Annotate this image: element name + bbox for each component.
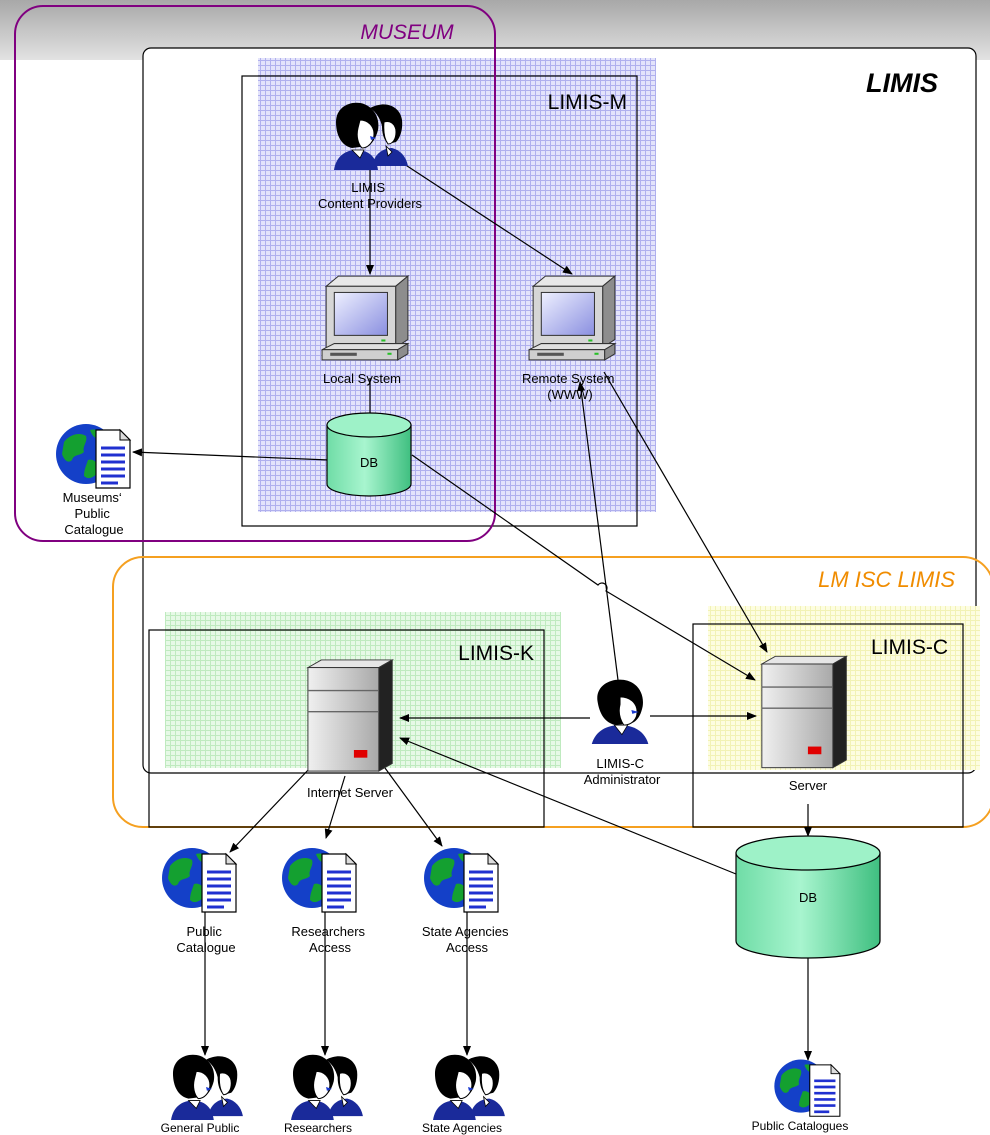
server-label: Server: [789, 778, 828, 793]
arrow-admin-to-remote: [577, 381, 619, 681]
general-public-label: General Public: [161, 1121, 240, 1135]
museum-title: MUSEUM: [360, 21, 454, 44]
public-catalogue-globe-document-icon: [160, 846, 238, 914]
arrow-db-c-to-internet-server: [399, 737, 737, 875]
db-m-database-icon: [326, 412, 412, 497]
internet-server-icon: [307, 659, 393, 772]
internet-server-label: Internet Server: [307, 785, 394, 800]
db-c-label: DB: [799, 890, 817, 905]
arrow-providers-to-remote: [397, 159, 573, 275]
db-m-label: DB: [360, 455, 378, 470]
content-providers-label: LIMIS Content Providers: [318, 180, 423, 211]
local-system-label: Local System: [323, 371, 401, 386]
museums-catalogue-label: Museums‘ Public Catalogue: [63, 490, 126, 537]
lm-isc-zone: [112, 556, 990, 828]
connectors: [132, 159, 812, 1061]
limis-k-title: LIMIS-K: [458, 642, 534, 665]
remote-system-label: Remote System (WWW): [522, 371, 618, 402]
state-agencies-access-globe-document-icon: [422, 846, 500, 914]
server-icon: [761, 655, 848, 769]
remote-system-computer-icon: [528, 275, 616, 361]
arrow-internet-to-researchers: [324, 775, 346, 839]
researchers-access-globe-document-icon: [280, 846, 358, 914]
limis-c-zone: [692, 623, 964, 828]
db-c-database-icon: [735, 835, 881, 959]
public-catalogues-label: Public Catalogues: [752, 1119, 849, 1133]
administrator-label: LIMIS-C Administrator: [584, 756, 661, 787]
limis-m-title: LIMIS-M: [548, 91, 627, 114]
general-public-person-icon: [170, 1054, 244, 1120]
researchers-access-label: Researchers Access: [291, 924, 368, 955]
museums-catalogue-globe-document-icon: [54, 422, 132, 490]
state-agencies-label: State Agencies: [422, 1121, 502, 1135]
arrow-internet-to-state: [384, 767, 443, 847]
arrow-remote-to-server: [603, 371, 768, 653]
limis-k-zone: [148, 629, 545, 828]
museum-zone: [14, 5, 496, 542]
public-catalogues-globe-document-icon: [772, 1058, 842, 1118]
limis-title: LIMIS: [866, 68, 938, 98]
limis-c-title: LIMIS-C: [871, 636, 948, 659]
state-agencies-access-label: State Agencies Access: [422, 924, 512, 955]
researchers-label: Researchers: [284, 1121, 352, 1135]
arrow-internet-to-public: [229, 767, 311, 853]
arrow-db-to-museum-catalogue: [132, 448, 330, 461]
state-agencies-person-icon: [432, 1054, 506, 1120]
lm-isc-title: LM ISC LIMIS: [818, 567, 955, 592]
local-system-computer-icon: [321, 275, 409, 361]
content-providers-person-icon: [333, 102, 409, 170]
researchers-person-icon: [290, 1054, 364, 1120]
public-catalogue-label: Public Catalogue: [176, 924, 235, 955]
limis-m-zone: [241, 75, 638, 527]
